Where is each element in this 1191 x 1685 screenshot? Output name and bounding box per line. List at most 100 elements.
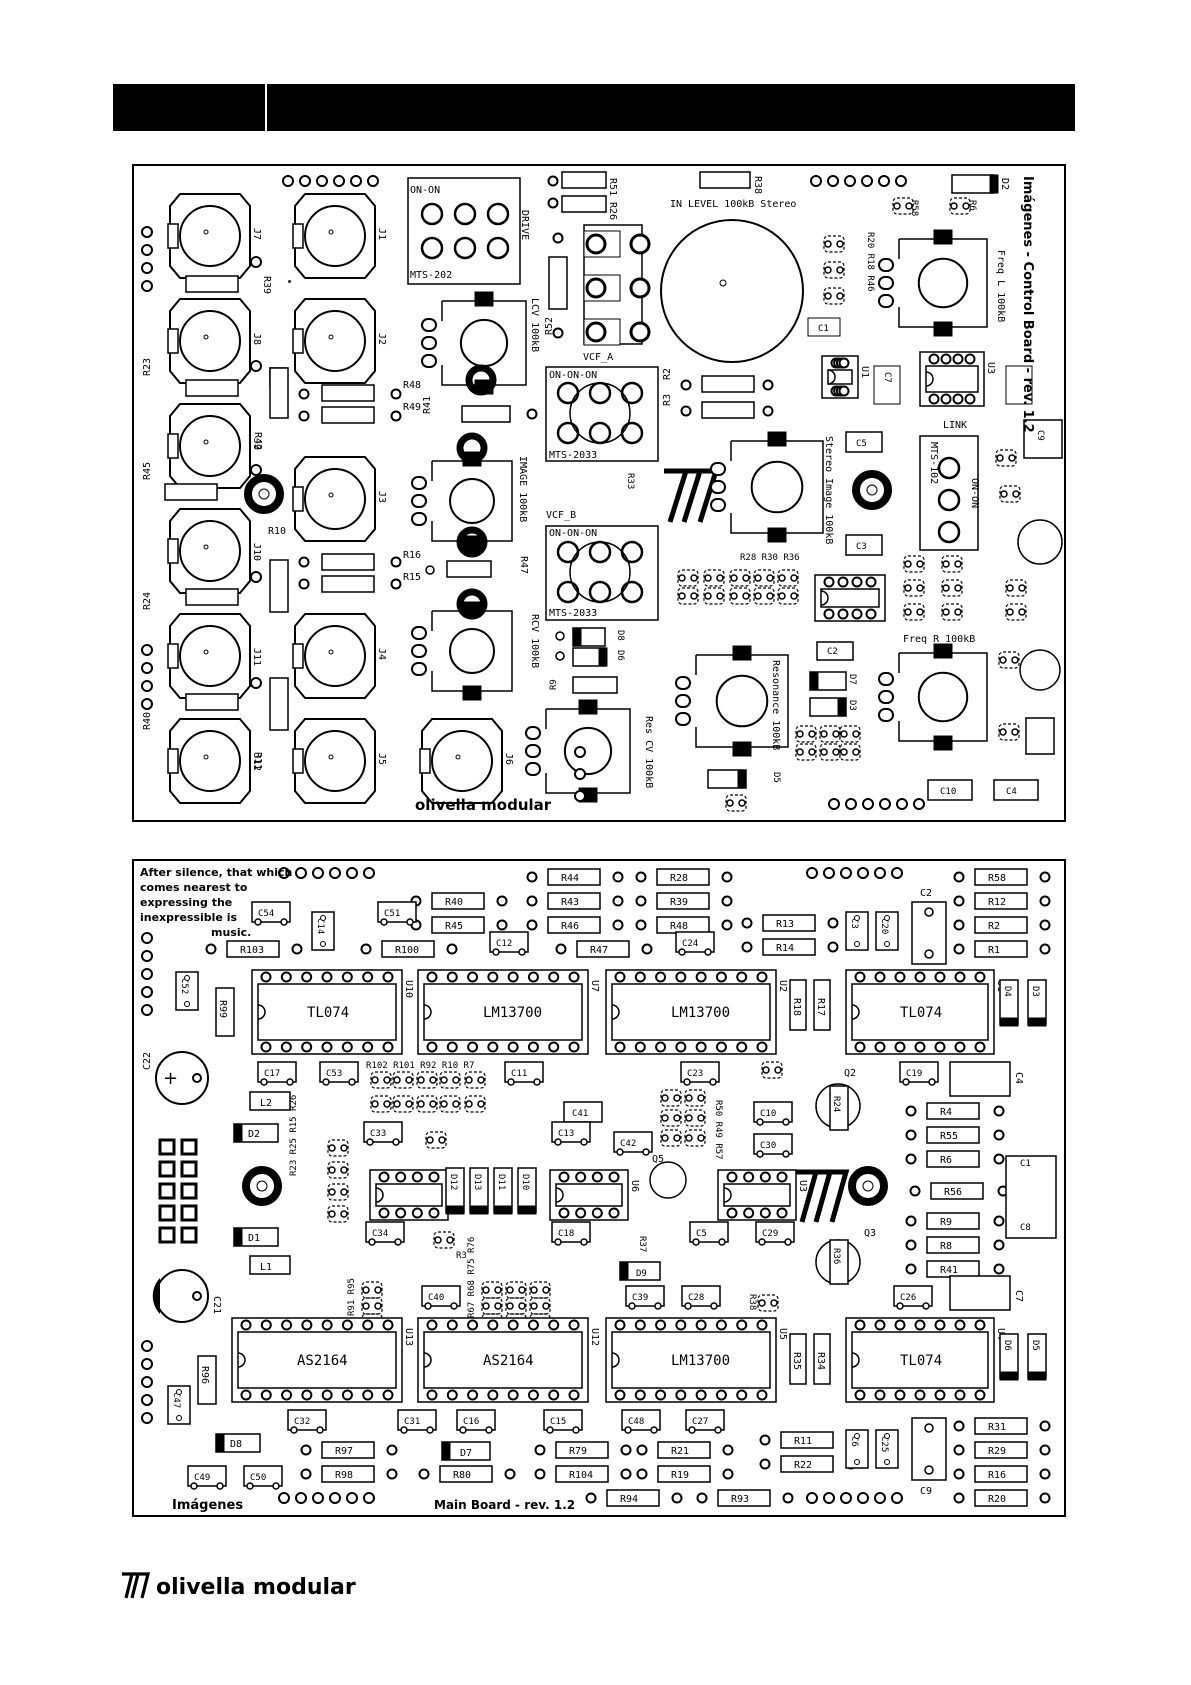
pad: [741, 917, 753, 929]
part-label: D5: [771, 772, 781, 783]
pad: [390, 556, 402, 568]
trimmer: [439, 1071, 461, 1089]
switch-outline: [545, 366, 659, 462]
ic-pin: [715, 1319, 727, 1331]
pad: [386, 1444, 398, 1456]
pad: [552, 232, 564, 244]
cap-pad: [459, 1426, 467, 1434]
cap-pad: [688, 1426, 696, 1434]
pad: [953, 919, 965, 931]
cap-label: C53: [326, 1069, 342, 1079]
pot-shaft: [917, 671, 969, 723]
ic-pin: [260, 971, 272, 983]
jack-tab: [292, 223, 304, 249]
resistor-label: R79: [569, 1446, 587, 1457]
trimmer-pad: [673, 1094, 681, 1102]
trimmer: [753, 569, 775, 587]
trimmer-pad: [446, 1236, 454, 1244]
jack-ring: [179, 310, 241, 372]
jack-ring: [179, 625, 241, 687]
trimmer: [529, 1297, 551, 1315]
part-label: L2: [260, 1098, 272, 1109]
trimmer: [941, 603, 963, 621]
ic-body: [257, 983, 397, 1041]
trimmer-pad: [465, 1100, 473, 1108]
pad: [298, 556, 310, 568]
cap-pad: [580, 1138, 588, 1146]
ic-pin: [838, 357, 850, 369]
capacitor: [753, 1133, 793, 1155]
pad: [1039, 871, 1051, 883]
pot-lug: [767, 527, 787, 543]
jack-tab: [292, 643, 304, 669]
part-label: R41: [422, 396, 433, 414]
pad: [635, 871, 647, 883]
pad: [141, 950, 153, 962]
part-label: R18: [791, 998, 802, 1016]
diode-label: D4: [1002, 986, 1012, 997]
pad: [367, 175, 379, 187]
capacitor: [613, 1131, 653, 1153]
pad: [840, 1492, 852, 1504]
diode-band: [445, 1205, 465, 1215]
pad: [741, 941, 753, 953]
header-pin: [158, 1182, 176, 1200]
part-label: Q3: [864, 1228, 876, 1239]
part-label: R24: [142, 592, 153, 610]
part-label: C2: [827, 647, 838, 657]
jack-outline: [294, 193, 376, 279]
trimmer-pad: [1000, 490, 1008, 498]
diode-band: [233, 1123, 243, 1143]
trimmer-pad: [465, 1076, 473, 1084]
pad: [612, 871, 624, 883]
ic-pin: [395, 1207, 407, 1219]
ic-pin: [634, 971, 646, 983]
cap-label: C14: [315, 918, 325, 934]
ic-body: [851, 983, 989, 1041]
part-label: R38: [752, 176, 763, 194]
jack-ring: [179, 730, 241, 792]
trimmer: [839, 743, 861, 761]
trimmer-pad: [916, 608, 924, 616]
part-label: D3: [847, 700, 857, 711]
part-label: R2: [662, 368, 673, 380]
part-label: R26: [607, 202, 618, 220]
jack-label: J9: [251, 438, 262, 450]
switch-lug: [588, 381, 612, 405]
ic-pin: [675, 1319, 687, 1331]
pot-lug: [933, 735, 953, 751]
resistor: [561, 195, 607, 213]
trimmer-pad: [774, 1066, 782, 1074]
pad: [953, 1492, 965, 1504]
ic-pin: [568, 1319, 580, 1331]
pad: [1039, 1492, 1051, 1504]
ic-pin: [608, 1171, 620, 1183]
resistor: [461, 405, 511, 423]
part-label: R39: [261, 276, 272, 294]
part-label: R24: [831, 1096, 841, 1112]
capacitor: [1025, 717, 1055, 755]
resistor-label: R103: [240, 945, 264, 956]
trimmer-pad: [371, 1076, 379, 1084]
diode-label: D11: [496, 1174, 506, 1190]
pad: [636, 1468, 648, 1480]
trimmer-pad: [808, 748, 816, 756]
capacitor: [685, 1409, 725, 1431]
footer-brand: olivella modular: [156, 1575, 356, 1600]
pad: [250, 256, 262, 268]
pad: [878, 175, 890, 187]
part-label: C8: [1020, 1223, 1031, 1233]
in-level-pot: [660, 219, 804, 363]
pad: [953, 1444, 965, 1456]
ic-pin: [954, 1319, 966, 1331]
trimmer: [998, 651, 1020, 669]
cap-pad: [380, 918, 388, 926]
pad: [993, 1129, 1005, 1141]
diode-band: [598, 647, 608, 667]
ic-pin: [736, 971, 748, 983]
switch-lug: [453, 236, 477, 260]
ic-pin: [487, 1319, 499, 1331]
part-label: R3: [662, 394, 673, 406]
trimmer-pad: [840, 748, 848, 756]
resistor: [164, 483, 218, 501]
